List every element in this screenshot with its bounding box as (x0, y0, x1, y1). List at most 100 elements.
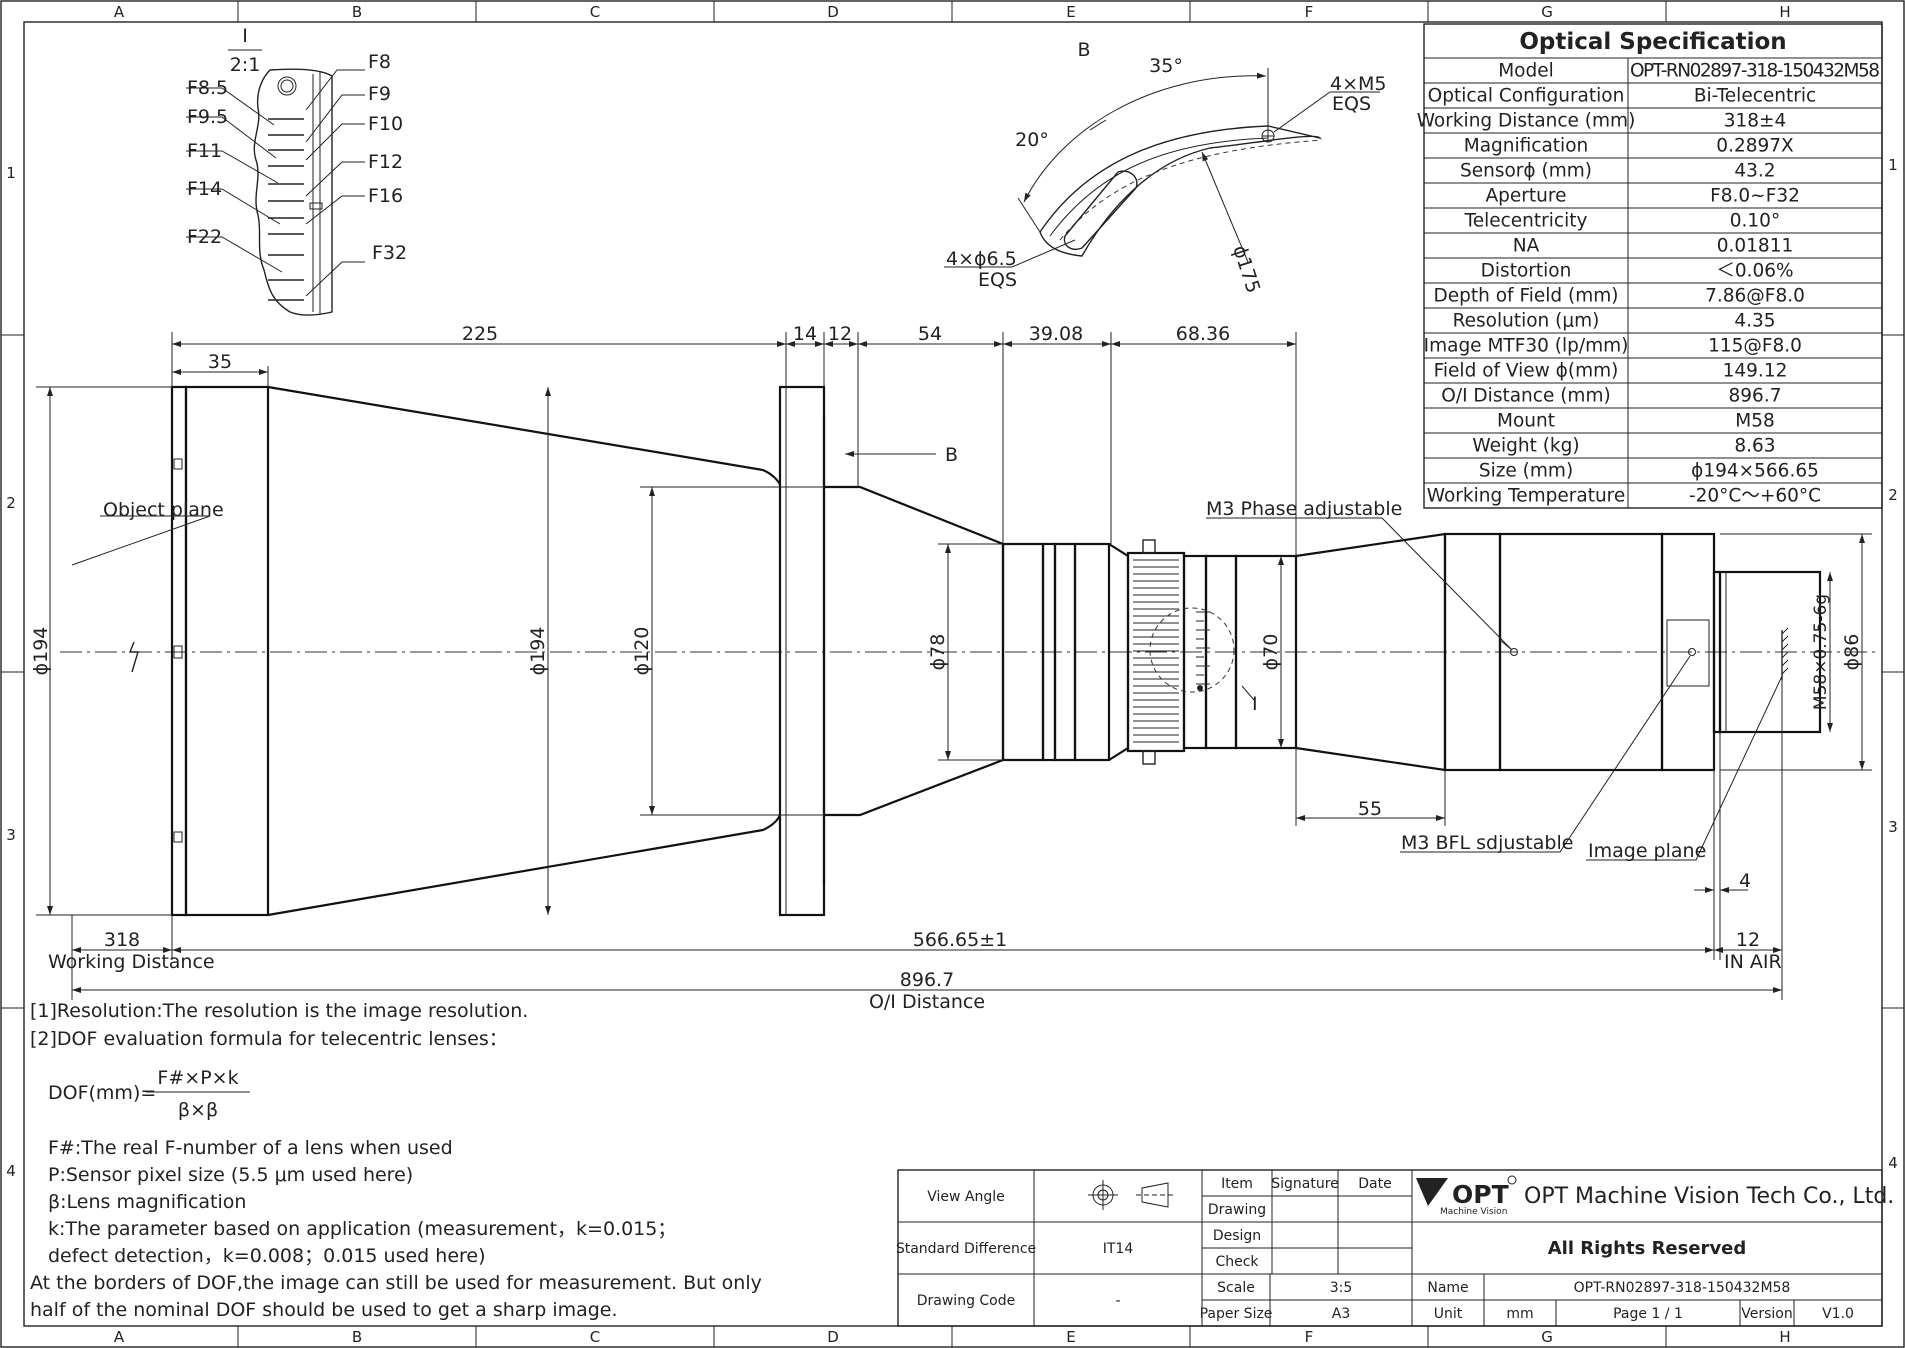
grid-col-h-bottom: H (1779, 1328, 1790, 1346)
spec-label: Working Distance (mm) (1417, 111, 1636, 132)
grid-row-2-right: 2 (1888, 486, 1898, 504)
dim-thread-m58: M58×0.75-6g (1811, 594, 1831, 710)
spec-label: Sensorϕ (mm) (1460, 161, 1592, 182)
spec-label: Telecentricity (1464, 211, 1588, 232)
spec-value: Bi-Telecentric (1694, 86, 1816, 107)
spec-value: M58 (1735, 411, 1775, 432)
spec-label: Image MTF30 (lp/mm) (1424, 336, 1629, 357)
detail-i-title: I (242, 25, 248, 47)
design-row-label: Design (1213, 1228, 1261, 1244)
dim-225: 225 (462, 323, 498, 345)
grid-col-a-bottom: A (114, 1328, 125, 1346)
spec-value: 0.01811 (1717, 236, 1794, 257)
dim-phi120: ϕ120 (631, 627, 653, 676)
grid-col-c-bottom: C (590, 1328, 600, 1346)
formula-numerator: F#×P×k (157, 1067, 238, 1089)
spec-label: Resolution (μm) (1453, 311, 1600, 332)
tolerance-value: IT14 (1103, 1241, 1134, 1257)
spec-value: 43.2 (1734, 161, 1775, 182)
spec-value: 0.10° (1730, 211, 1780, 232)
spec-value: F8.0~F32 (1710, 186, 1800, 207)
unit-value: mm (1506, 1306, 1533, 1322)
spec-value: 149.12 (1723, 361, 1788, 382)
grid-column-labels-top: A B C D E F G H (114, 3, 1791, 21)
angle-35-label: 35° (1149, 55, 1183, 77)
drawing-code-label: Drawing Code (917, 1293, 1016, 1309)
spec-value: OPT-RN02897-318-150432M58 (1630, 61, 1880, 82)
lens-outline (170, 385, 1822, 917)
scale-label: Scale (1217, 1280, 1255, 1296)
spec-value: 0.2897X (1716, 136, 1794, 157)
dim-54: 54 (918, 323, 942, 345)
oi-distance-label: O/I Distance (869, 991, 985, 1013)
grid-row-1-left: 1 (6, 164, 16, 182)
spec-value: -20°C～+60°C (1689, 486, 1821, 507)
dim-phi194-center: ϕ194 (527, 627, 549, 676)
spec-value: 115@F8.0 (1708, 336, 1802, 357)
grid-column-labels-bottom: A B C D E F G H (114, 1328, 1791, 1346)
spec-label: Field of View ϕ(mm) (1434, 361, 1619, 382)
in-air-label: IN AIR (1724, 951, 1782, 973)
m3-bfl-adjustable-label: M3 BFL sdjustable (1401, 832, 1573, 854)
detail-i-callout-circle (1149, 607, 1235, 693)
standard-difference-label: Standard Difference (896, 1241, 1036, 1257)
spec-value: 896.7 (1729, 386, 1782, 407)
dim-phi86: ϕ86 (1841, 634, 1863, 671)
ring-scale-ticks (1196, 611, 1210, 685)
note-k-parameter: k:The parameter based on application (me… (48, 1218, 676, 1240)
scale-value: 3:5 (1330, 1280, 1353, 1296)
working-distance-label: Working Distance (48, 951, 215, 973)
dim-896-7: 896.7 (900, 969, 954, 991)
note-border-1: At the borders of DOF,the image can stil… (30, 1272, 762, 1294)
drawing-code-value: - (1115, 1293, 1120, 1309)
logo-subtext: Machine Vision (1440, 1207, 1507, 1217)
aperture-label-f16: F16 (368, 185, 403, 207)
detail-i-mark: I (1252, 693, 1258, 715)
page-number: Page 1 / 1 (1613, 1306, 1683, 1322)
aperture-label-f9: F9 (368, 83, 391, 105)
company-name: OPT Machine Vision Tech Co., Ltd. (1524, 1184, 1894, 1209)
paper-size-label: Paper Size (1200, 1306, 1273, 1322)
detail-i-aperture-scale: I 2:1 F8 F (186, 25, 407, 316)
dim-55: 55 (1358, 798, 1382, 820)
all-rights-reserved: All Rights Reserved (1548, 1238, 1747, 1259)
dim-phi70: ϕ70 (1260, 634, 1282, 671)
dim-12-in-air: 12 (1736, 929, 1760, 951)
spec-label: Magnification (1464, 136, 1589, 157)
spec-label: Size (mm) (1479, 461, 1573, 482)
dimension-texts: 225 35 14 12 54 39.08 68.36 B 55 4 318 5… (30, 323, 1863, 991)
hole-label: 4×ϕ6.5 (946, 248, 1017, 270)
grid-row-1-right: 1 (1888, 156, 1898, 174)
aperture-tick-marks (268, 118, 304, 301)
m5-eqs-label: EQS (1332, 93, 1371, 115)
spec-table-title: Optical Specification (1519, 29, 1786, 55)
hole-eqs-label: EQS (978, 269, 1017, 291)
dim-35: 35 (208, 351, 232, 373)
dim-68-36: 68.36 (1176, 323, 1230, 345)
grid-col-b-bottom: B (352, 1328, 362, 1346)
dim-318: 318 (104, 929, 140, 951)
view-b-arrow-label: B (945, 444, 958, 466)
m3-phase-adjustable-label: M3 Phase adjustable (1206, 498, 1402, 520)
drawing-row-label: Drawing (1208, 1202, 1266, 1218)
spec-label: Working Temperature (1427, 486, 1626, 507)
paper-size-value: A3 (1332, 1306, 1350, 1322)
spec-label: Optical Configuration (1428, 86, 1625, 107)
check-row-label: Check (1215, 1254, 1259, 1270)
spec-label: Depth of Field (mm) (1434, 286, 1619, 307)
item-header: Item (1221, 1176, 1253, 1192)
grid-col-d-bottom: D (827, 1328, 839, 1346)
spec-label: Mount (1497, 411, 1555, 432)
dimension-lines (36, 332, 1872, 1000)
spec-value: ＜0.06% (1716, 261, 1793, 282)
grid-row-2-left: 2 (6, 494, 16, 512)
note-border-2: half of the nominal DOF should be used t… (30, 1299, 618, 1321)
detail-b-title: B (1077, 39, 1090, 61)
note-magnification: β:Lens magnification (48, 1191, 246, 1213)
version-label: Version (1741, 1306, 1792, 1322)
grid-col-f-bottom: F (1305, 1328, 1314, 1346)
callout-labels: Object plane M3 Phase adjustable M3 BFL … (48, 498, 1782, 1013)
